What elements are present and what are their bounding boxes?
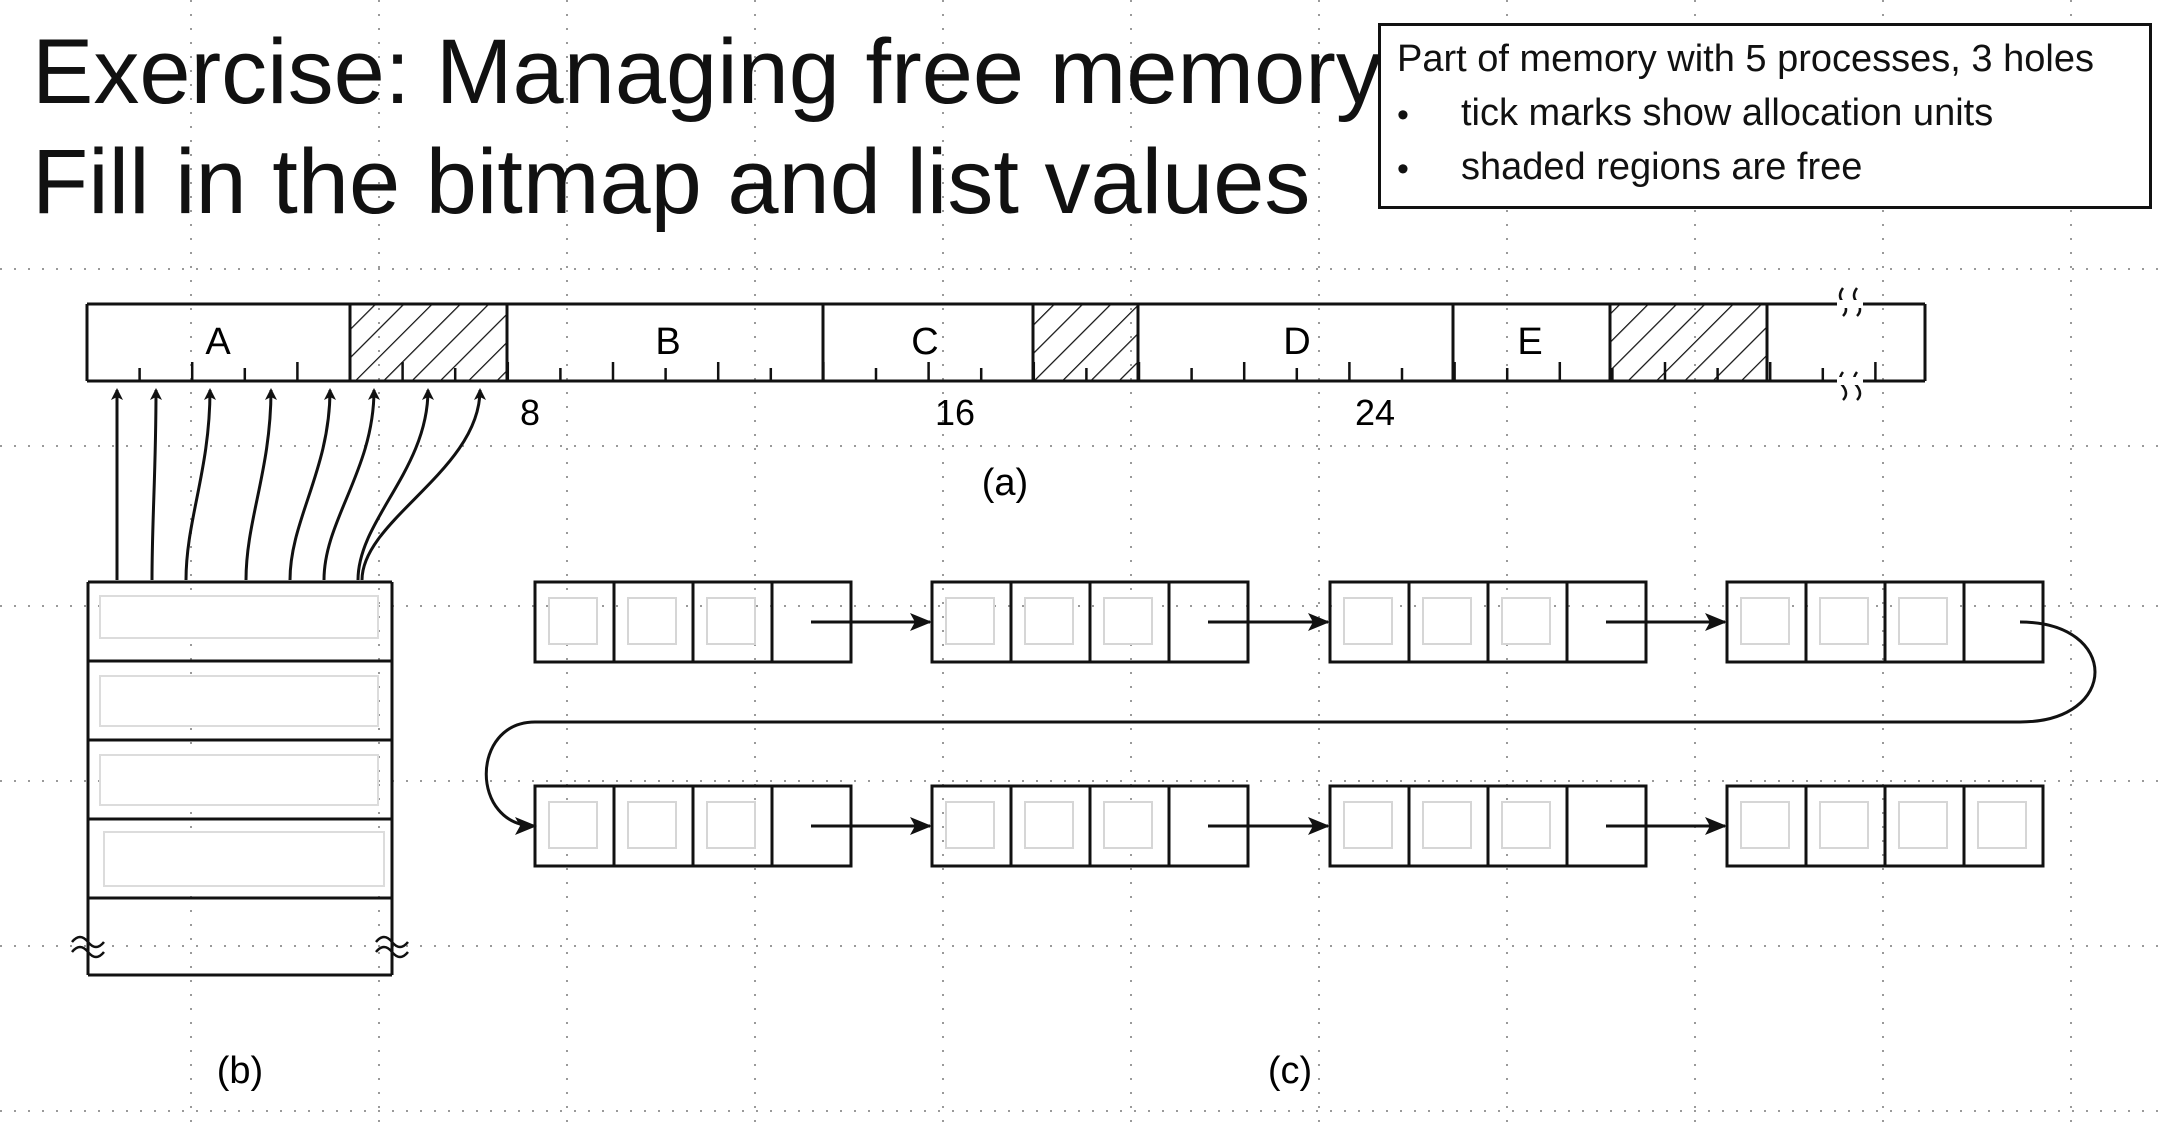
caption-b: (b) (217, 1050, 263, 1092)
slide-title-line-1: Exercise: Managing free memory (32, 21, 1382, 123)
list-field-blank[interactable] (706, 597, 756, 645)
list-field-blank[interactable] (627, 801, 677, 849)
scale-label-8: 8 (520, 392, 540, 433)
list-field-blank[interactable] (1740, 801, 1790, 849)
list-field-blank[interactable] (1740, 597, 1790, 645)
list-field-blank[interactable] (1024, 597, 1074, 645)
bitmap-arrow (322, 388, 380, 581)
list-field-blank[interactable] (1422, 597, 1472, 645)
break-mark-icon (375, 935, 409, 959)
list-node (1725, 580, 2045, 664)
list-field-blank[interactable] (945, 597, 995, 645)
list-field-blank[interactable] (627, 597, 677, 645)
caption-a: (a) (982, 462, 1028, 504)
bitmap-row-blank[interactable] (99, 595, 379, 639)
list-field-blank[interactable] (1501, 801, 1551, 849)
note-bullet-ticks: tick marks show allocation units (1461, 92, 1994, 134)
list-field-blank[interactable] (548, 801, 598, 849)
list-field-blank[interactable] (1103, 801, 1153, 849)
list-field-blank[interactable] (548, 597, 598, 645)
list-node (1328, 784, 1727, 868)
note-heading: Part of memory with 5 processes, 3 holes (1397, 38, 2094, 80)
process-label-b: B (655, 321, 680, 363)
bitmap-arrow (356, 388, 434, 581)
list-node (533, 784, 932, 868)
memory-strip: A B C D E 8 16 24 (a) (85, 287, 1927, 504)
process-label-c: C (911, 321, 938, 363)
list-field-blank[interactable] (1819, 597, 1869, 645)
list-field-blank[interactable] (1819, 801, 1869, 849)
list-field-blank[interactable] (1422, 801, 1472, 849)
scale-label-16: 16 (935, 392, 975, 433)
list-field-blank[interactable] (1024, 801, 1074, 849)
list-field-blank[interactable] (1501, 597, 1551, 645)
list-field-blank[interactable] (1343, 801, 1393, 849)
list-node (930, 580, 1330, 664)
memory-hole (350, 304, 507, 381)
slide-title-line-2: Fill in the bitmap and list values (32, 131, 1311, 233)
process-label-d: D (1283, 321, 1310, 363)
list-node (533, 580, 932, 664)
linked-list: (c) (484, 580, 2097, 1092)
list-node (1725, 784, 2045, 868)
list-field-blank[interactable] (1977, 801, 2027, 849)
list-field-blank[interactable] (945, 801, 995, 849)
bullet-icon: • (1397, 96, 1409, 134)
bitmap-arrow (244, 388, 277, 581)
note-bullet-shaded: shaded regions are free (1461, 146, 1863, 188)
caption-c: (c) (1268, 1050, 1312, 1092)
bitmap-row-blank[interactable] (103, 831, 385, 887)
list-wrap-arrow (484, 620, 2097, 835)
bitmap: (b) (71, 388, 486, 1092)
bitmap-row-blank[interactable] (99, 675, 379, 727)
list-node (930, 784, 1330, 868)
bitmap-arrow (360, 388, 486, 581)
list-field-blank[interactable] (1343, 597, 1393, 645)
process-label-a: A (205, 321, 231, 363)
list-node (1328, 580, 1727, 664)
bitmap-arrow (184, 388, 216, 581)
bitmap-arrow (288, 388, 336, 581)
break-mark-icon (71, 935, 105, 959)
bitmap-row-blank[interactable] (99, 754, 379, 806)
list-field-blank[interactable] (1898, 597, 1948, 645)
bitmap-arrow (149, 388, 162, 581)
info-note-box: Part of memory with 5 processes, 3 holes… (1378, 23, 2152, 209)
scale-label-24: 24 (1355, 392, 1395, 433)
list-field-blank[interactable] (1898, 801, 1948, 849)
break-mark-icon (1838, 371, 1862, 401)
list-field-blank[interactable] (1103, 597, 1153, 645)
list-field-blank[interactable] (706, 801, 756, 849)
process-label-e: E (1517, 321, 1542, 363)
memory-hole (1610, 304, 1767, 381)
bullet-icon: • (1397, 150, 1409, 188)
